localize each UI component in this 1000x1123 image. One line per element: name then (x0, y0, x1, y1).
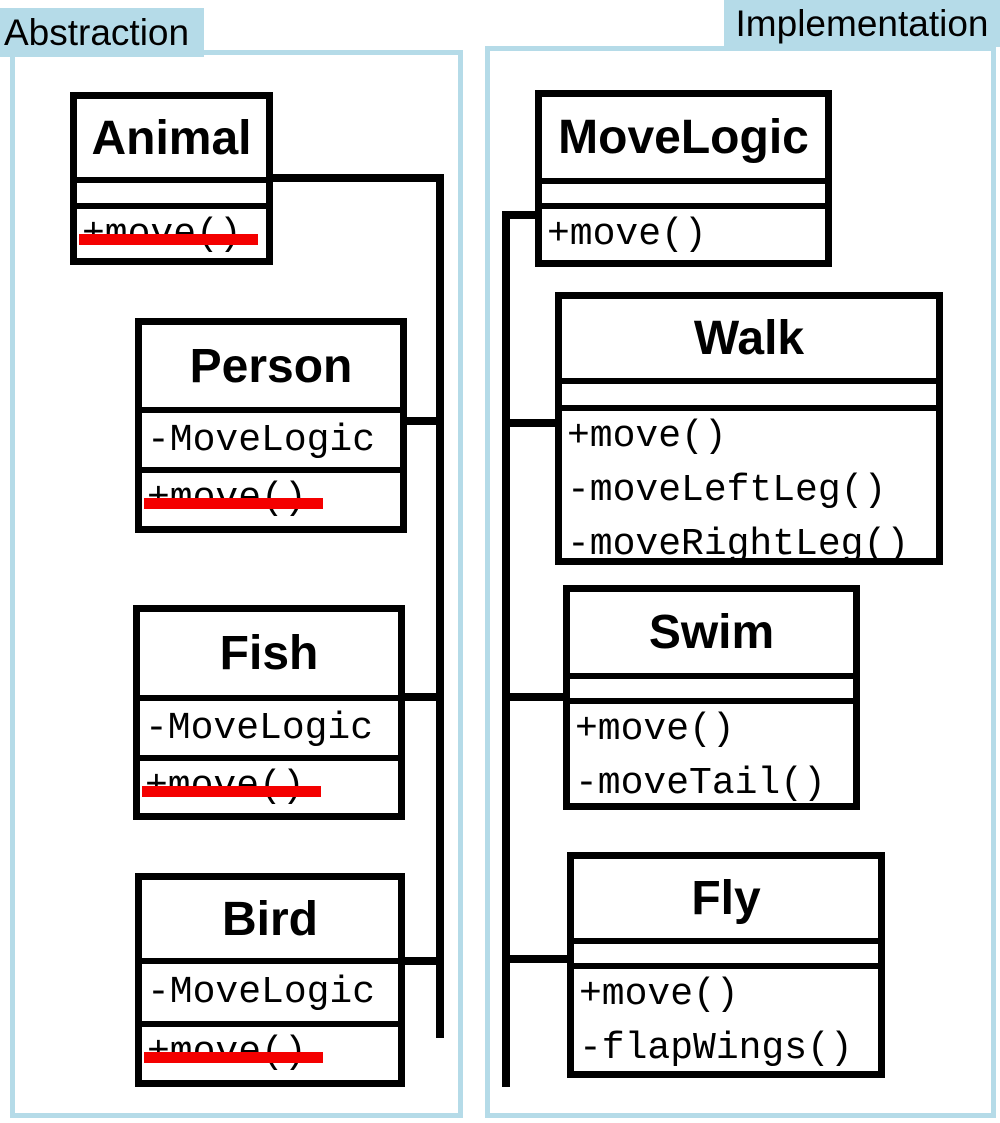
connector-walk-stub (502, 419, 562, 427)
class-box-fly: Fly +move() -flapWings() (567, 852, 885, 1078)
class-method: +move() (144, 474, 400, 526)
class-attributes-animal (77, 177, 266, 203)
connector-fish-stub (401, 693, 444, 701)
class-method: -flapWings() (579, 1024, 878, 1071)
method-flapwings: -flapWings() (579, 1027, 853, 1070)
class-method: +move() (579, 970, 878, 1024)
class-attributes-fly (574, 938, 878, 963)
class-methods-fish: +move() (140, 755, 398, 813)
class-method: +move() (142, 762, 398, 813)
connector-bird-stub (401, 957, 444, 965)
method-move-struck: +move() (144, 474, 323, 523)
class-title-person: Person (189, 339, 353, 393)
class-method: +move() (575, 705, 853, 759)
method-move-struck: +move() (142, 762, 321, 811)
class-attributes-swim (570, 673, 853, 698)
method-move: +move() (547, 213, 707, 256)
class-box-walk: Walk +move() -moveLeftLeg() -moveRightLe… (555, 292, 943, 565)
class-attributes-bird: -MoveLogic (142, 958, 398, 1021)
class-methods-bird: +move() (142, 1021, 398, 1080)
attribute-movelogic: -MoveLogic (147, 418, 376, 462)
class-method: +move() (144, 1028, 398, 1080)
class-methods-walk: +move() -moveLeftLeg() -moveRightLeg() (562, 405, 936, 558)
method-moveleftleg: -moveLeftLeg() (567, 469, 887, 512)
class-box-animal: Animal +move() (70, 92, 273, 265)
class-box-movelogic: MoveLogic +move() (535, 90, 832, 267)
connector-movelogic-stub (502, 211, 542, 219)
class-attributes-walk (562, 378, 936, 405)
class-methods-swim: +move() -moveTail() (570, 698, 853, 803)
connector-fly-stub (502, 955, 574, 963)
method-move: +move() (575, 708, 735, 751)
class-box-bird: Bird -MoveLogic +move() (135, 873, 405, 1087)
method-move: +move() (579, 973, 739, 1016)
connector-abstraction-vertical (436, 174, 444, 1038)
connector-swim-stub (502, 693, 570, 701)
class-methods-fly: +move() -flapWings() (574, 963, 878, 1071)
method-move-struck: +move() (79, 210, 258, 258)
class-title-fish: Fish (219, 627, 319, 680)
attribute-movelogic: -MoveLogic (147, 971, 376, 1014)
class-box-person: Person -MoveLogic +move() (135, 318, 407, 533)
class-box-swim: Swim +move() -moveTail() (563, 585, 860, 810)
implementation-label: Implementation (724, 0, 1000, 47)
connector-animal-horizontal (270, 174, 444, 182)
method-move-struck: +move() (144, 1028, 323, 1077)
class-method: +move() (567, 412, 936, 466)
class-title-movelogic: MoveLogic (558, 111, 809, 164)
method-movetail: -moveTail() (575, 762, 826, 803)
class-attributes-person: -MoveLogic (142, 407, 400, 467)
class-method: -moveRightLeg() (567, 520, 936, 558)
class-title-fly: Fly (691, 872, 761, 925)
class-title-walk: Walk (693, 312, 805, 365)
class-attributes-movelogic (542, 178, 825, 203)
method-moverightleg: -moveRightLeg() (567, 523, 910, 558)
class-box-fish: Fish -MoveLogic +move() (133, 605, 405, 820)
attribute-movelogic: -MoveLogic (145, 706, 374, 750)
method-move: +move() (567, 415, 727, 458)
class-method: +move() (79, 210, 266, 258)
class-method: -moveLeftLeg() (567, 466, 936, 520)
class-method: +move() (547, 210, 825, 260)
connector-person-stub (403, 417, 444, 425)
class-method: -moveTail() (575, 759, 853, 803)
class-methods-person: +move() (142, 467, 400, 526)
class-title-animal: Animal (91, 111, 252, 165)
connector-implementation-vertical (502, 211, 510, 1087)
class-title-swim: Swim (648, 606, 775, 659)
class-methods-animal: +move() (77, 203, 266, 258)
class-title-bird: Bird (222, 892, 318, 946)
abstraction-label: Abstraction (0, 8, 204, 57)
class-attributes-fish: -MoveLogic (140, 695, 398, 755)
class-methods-movelogic: +move() (542, 203, 825, 260)
